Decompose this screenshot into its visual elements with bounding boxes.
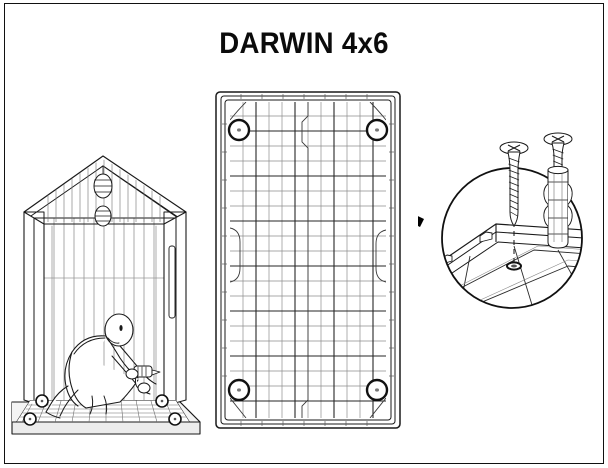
anchor-marker-top-left bbox=[227, 118, 251, 142]
shed-interior-illustration bbox=[11, 155, 201, 435]
floor-panel-grid bbox=[230, 102, 386, 418]
anchor-marker bbox=[35, 394, 49, 408]
shed-anchor-markers bbox=[23, 394, 182, 426]
shed-floor-grid bbox=[16, 400, 190, 422]
anchor-marker-top-right bbox=[365, 118, 389, 142]
expansion-wall-plug bbox=[543, 165, 573, 249]
worker-figure bbox=[45, 313, 161, 419]
anchor-marker-bottom-right bbox=[365, 378, 389, 402]
wood-screw bbox=[499, 141, 529, 227]
page-title: DARWIN 4x6 bbox=[219, 27, 389, 60]
screw-with-wall-plug bbox=[543, 132, 573, 249]
shed-corner-posts bbox=[43, 223, 165, 407]
power-drill-tool bbox=[133, 365, 161, 390]
floor-panel-rim-ticks bbox=[222, 94, 394, 426]
roof-vent-upper-icon bbox=[93, 165, 113, 199]
anchor-marker bbox=[155, 394, 169, 408]
anchor-detail-callout bbox=[418, 132, 583, 309]
roof-vent-lower-icon bbox=[94, 205, 112, 227]
anchor-marker bbox=[168, 412, 182, 426]
floor-anchor-markers bbox=[227, 118, 389, 402]
anchor-marker bbox=[23, 412, 37, 426]
floor-panel-plan-view bbox=[215, 91, 401, 429]
callout-leader-line bbox=[418, 216, 424, 227]
anchor-marker-bottom-left bbox=[227, 378, 251, 402]
wall-vent-slot bbox=[168, 245, 176, 319]
anchor-hole bbox=[506, 261, 522, 271]
